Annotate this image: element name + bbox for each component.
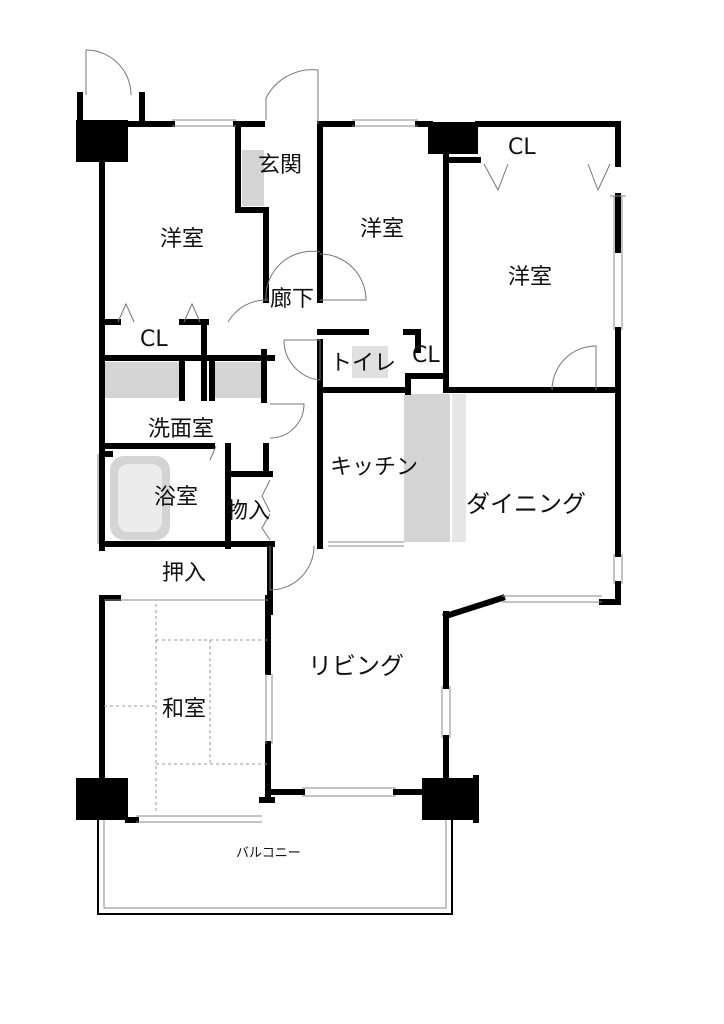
closet-1-label: CL [508,135,536,160]
walls [77,92,621,823]
washroom-label: 洗面室 [148,417,214,442]
genkan-label: 玄関 [258,153,302,178]
closet-3-label: CL [412,343,440,368]
western-room-1-label: 洋室 [160,227,204,252]
doors [85,49,611,591]
storage-label: 物入 [226,499,270,524]
dining-label: ダイニング [466,490,586,518]
windows [97,119,626,823]
toilet-fixture [352,346,388,378]
column-nw [76,120,128,162]
western-room-2-label: 洋室 [360,217,404,242]
washer-space [212,362,264,398]
balcony-railing [97,820,453,915]
kitchen-label: キッチン [330,455,418,480]
japanese-room-label: 和室 [162,697,206,722]
toilet-label: トイレ [330,351,396,376]
closet-2-label: CL [140,327,168,352]
living-label: リビング [308,652,404,680]
oshiire-label: 押入 [162,561,206,586]
balcony-label: バルコニー [236,846,301,861]
corridor-label: 廊下 [270,287,314,312]
western-room-3-label: 洋室 [508,265,552,290]
kitchen-counter [404,394,450,542]
tatami-grid [104,604,268,812]
counter-edge [452,394,466,542]
washbasin [104,362,182,398]
bathroom-label: 浴室 [154,485,198,510]
column-ne [428,122,478,154]
genkan-floor [242,150,264,206]
column-sw [76,778,128,820]
